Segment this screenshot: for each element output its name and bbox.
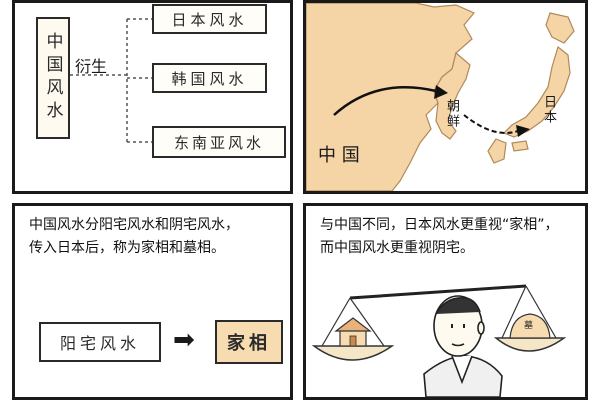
japan-shikoku	[511, 140, 529, 152]
japan-fengshui-label: 日本风水	[171, 10, 248, 29]
panel-derivation: 中国风水 衍生 日本风水 韩国风水 东南亚风水	[12, 0, 293, 194]
arrow-head-korea	[434, 85, 448, 99]
sea-fengshui-label: 东南亚风水	[173, 133, 264, 152]
kaso-box: 家相	[215, 320, 283, 364]
panel4-caption-line2: 而中国风水更重视阴宅。	[320, 240, 474, 256]
kaso-label: 家相	[227, 333, 271, 354]
panel-balance: 与中国不同，日本风水更重视“家相”， 而中国风水更重视阴宅。	[303, 203, 588, 400]
korea-fengshui-label: 韩国风水	[171, 69, 248, 88]
balance-scale-illustration	[311, 284, 567, 397]
east-asia-map	[306, 3, 585, 191]
left-pan	[311, 345, 395, 361]
korea-peninsula	[433, 51, 471, 140]
panel-map: 中 国 朝鲜 日本	[303, 0, 588, 194]
china-fengshui-label: 中国风水	[42, 32, 63, 124]
scale-beam	[349, 284, 527, 300]
derive-label: 衍生	[75, 57, 108, 76]
map-label-korea: 朝鲜	[444, 99, 459, 129]
panel3-caption: 中国风水分阳宅风水和阴宅风水， 传入日本后，称为家相和墓相。	[29, 214, 239, 260]
right-arrow-icon: ➡	[173, 325, 195, 355]
yangzhai-fengshui-label: 阳宅风水	[59, 334, 140, 353]
map-label-japan: 日本	[541, 95, 556, 125]
sea-fengshui-box: 东南亚风水	[152, 126, 286, 158]
japan-honshu	[502, 45, 571, 138]
right-pan	[493, 337, 567, 352]
arrow-korea-to-japan	[463, 114, 519, 134]
panel-house-physiognomy: 中国风水分阳宅风水和阴宅风水， 传入日本后，称为家相和墓相。 阳宅风水 ➡ 家相	[12, 203, 293, 400]
panel3-caption-line1: 中国风水分阳宅风水和阴宅风水，	[29, 217, 239, 233]
panel4-caption: 与中国不同，日本风水更重视“家相”， 而中国风水更重视阴宅。	[320, 214, 559, 260]
panel3-caption-line2: 传入日本后，称为家相和墓相。	[29, 240, 225, 256]
arrow-china-to-korea	[333, 85, 437, 116]
derivation-connectors	[70, 18, 152, 143]
japan-kyushu	[487, 138, 507, 164]
tomb-mark: 墓	[524, 321, 534, 331]
map-label-china: 中 国	[318, 145, 360, 166]
panel4-caption-line1: 与中国不同，日本风水更重视“家相”，	[320, 217, 559, 233]
house-icon	[334, 317, 372, 347]
arrow-head-japan	[516, 125, 530, 137]
man-character	[423, 295, 503, 397]
china-fengshui-box: 中国风水	[36, 17, 70, 139]
korea-fengshui-box: 韩国风水	[152, 63, 267, 93]
japan-fengshui-box: 日本风水	[152, 4, 267, 34]
tomb-mound	[509, 313, 551, 339]
japan-hokkaido	[545, 12, 575, 44]
yangzhai-fengshui-box: 阳宅风水	[39, 322, 161, 362]
